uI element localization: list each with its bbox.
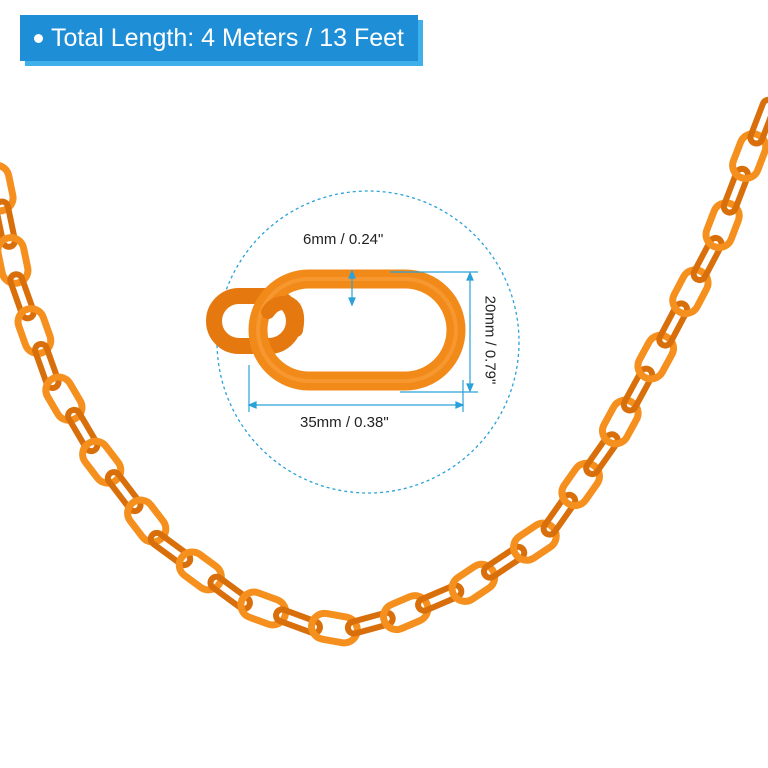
chain-link <box>669 266 712 318</box>
chain-link <box>79 437 125 487</box>
dimension-lines <box>247 269 478 412</box>
bullet-dot-icon <box>34 33 43 43</box>
length-label: 35mm / 0.38" <box>300 414 389 431</box>
chain-link <box>124 496 170 546</box>
chain-link <box>599 396 642 448</box>
chain-link <box>702 199 743 252</box>
chain-link <box>510 519 560 564</box>
chain-link <box>540 491 579 538</box>
detail-link-image <box>206 269 466 391</box>
chain-link <box>583 431 621 478</box>
chain-link <box>273 606 323 637</box>
chain-link <box>14 305 55 358</box>
chain-link <box>32 340 62 392</box>
chain-link <box>42 373 86 424</box>
chain-link <box>7 271 37 322</box>
chain-link <box>747 96 768 147</box>
thickness-label: 6mm / 0.24" <box>303 231 384 248</box>
chain-link <box>690 234 725 284</box>
total-length-text: Total Length: 4 Meters / 13 Feet <box>51 23 404 52</box>
chain-link <box>0 234 32 287</box>
orange-plastic-chain <box>0 96 768 647</box>
chain-link <box>480 543 528 581</box>
chain-link <box>147 529 194 569</box>
chain-link <box>729 130 768 182</box>
chain-link <box>0 161 17 215</box>
chain-link <box>634 331 677 383</box>
total-length-banner: Total Length: 4 Meters / 13 Feet <box>20 15 418 61</box>
chain-link <box>558 459 603 510</box>
width-label: 20mm / 0.79" <box>481 295 499 385</box>
chain-link <box>448 560 499 605</box>
chain-link <box>415 582 465 614</box>
chain-link <box>207 573 253 612</box>
chain-link <box>237 588 290 629</box>
chain-link <box>175 548 225 594</box>
chain-link <box>0 198 18 250</box>
chain-link <box>620 365 656 414</box>
chain-link <box>380 592 432 634</box>
chain-link <box>65 406 101 455</box>
chain-link <box>720 165 751 216</box>
chain-link <box>344 609 396 637</box>
chain-link <box>656 300 691 349</box>
chain-link <box>104 469 144 515</box>
